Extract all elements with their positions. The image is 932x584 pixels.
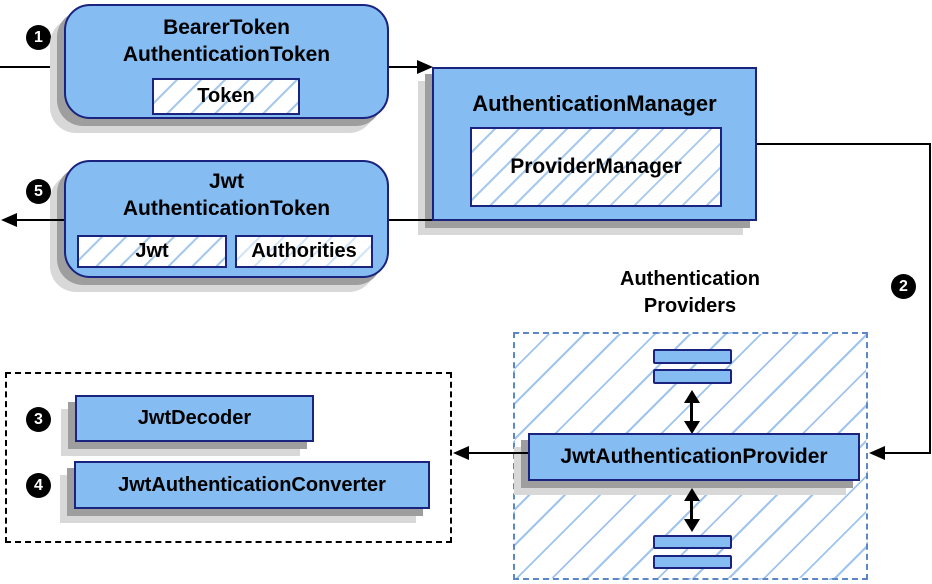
jwt-authentication-provider-box: JwtAuthenticationProvider bbox=[528, 433, 860, 481]
provider-stub-bar-top-1 bbox=[653, 349, 732, 364]
jwt-token-title-line1: Jwt bbox=[208, 170, 244, 193]
authentication-providers-heading-line2: Providers bbox=[643, 295, 737, 317]
token-field: Token bbox=[152, 78, 300, 115]
bearer-token-title-line2: AuthenticationToken bbox=[122, 43, 331, 66]
jwt-authentication-converter-box: JwtAuthenticationConverter bbox=[74, 461, 430, 509]
provider-manager-field: ProviderManager bbox=[470, 127, 722, 207]
provider-stub-bar-top-2 bbox=[653, 369, 732, 384]
jwt-field: Jwt bbox=[77, 235, 227, 268]
double-arrow-bottom-down-head bbox=[684, 519, 700, 532]
jwt-decoder-box: JwtDecoder bbox=[75, 395, 314, 442]
step-2-badge: 2 bbox=[891, 274, 916, 299]
authentication-providers-container: JwtAuthenticationProvider bbox=[513, 332, 868, 580]
authentication-manager-box: AuthenticationManager ProviderManager bbox=[432, 67, 757, 221]
outgoing-flow-arrowhead bbox=[1, 213, 17, 227]
step-4-badge: 4 bbox=[26, 473, 51, 498]
double-arrow-top-up-head bbox=[684, 390, 700, 403]
incoming-flow-line bbox=[0, 66, 64, 68]
authentication-providers-heading: Authentication Providers bbox=[555, 266, 825, 320]
bearer-token-title-line1: BearerToken bbox=[163, 16, 290, 39]
double-arrow-bottom-up-head bbox=[684, 488, 700, 501]
authorities-field: Authorities bbox=[235, 235, 373, 268]
bearer-token-authentication-token-box: BearerToken AuthenticationToken Token bbox=[64, 4, 389, 119]
double-arrow-bottom-shaft bbox=[690, 497, 693, 523]
arrow-bearer-to-manager-head bbox=[417, 60, 433, 74]
double-arrow-top bbox=[684, 390, 700, 434]
jwt-token-title-line2: AuthenticationToken bbox=[122, 197, 331, 220]
authentication-providers-heading-line1: Authentication bbox=[620, 268, 760, 290]
arrow-provider-to-converters-head bbox=[453, 446, 469, 460]
double-arrow-top-down-head bbox=[684, 421, 700, 434]
double-arrow-bottom bbox=[684, 488, 700, 532]
arrow-bearer-to-manager-shaft bbox=[389, 66, 419, 68]
step-3-badge: 3 bbox=[26, 407, 51, 432]
step-2-path-vertical-segment bbox=[929, 143, 931, 454]
provider-stub-bar-bottom-2 bbox=[653, 555, 732, 569]
converters-container: JwtDecoder JwtAuthenticationConverter bbox=[5, 372, 452, 543]
authentication-manager-title: AuthenticationManager bbox=[472, 91, 717, 116]
bearer-token-box-title: BearerToken AuthenticationToken bbox=[66, 14, 387, 68]
step-1-badge: 1 bbox=[26, 25, 51, 50]
double-arrow-top-shaft bbox=[690, 399, 693, 425]
arrow-provider-to-converters-shaft bbox=[469, 452, 528, 454]
step-2-path-bottom-segment bbox=[884, 452, 931, 454]
jwt-token-box-title: Jwt AuthenticationToken bbox=[66, 168, 387, 222]
jwt-authentication-token-box: Jwt AuthenticationToken Jwt Authorities bbox=[64, 160, 389, 278]
line-manager-to-jwt-token bbox=[389, 219, 432, 221]
outgoing-flow-line bbox=[14, 219, 64, 221]
step-2-path-top-segment bbox=[757, 143, 931, 145]
step-5-badge: 5 bbox=[26, 179, 51, 204]
provider-stub-bar-bottom-1 bbox=[653, 535, 732, 549]
step-2-path-arrowhead bbox=[869, 446, 885, 460]
